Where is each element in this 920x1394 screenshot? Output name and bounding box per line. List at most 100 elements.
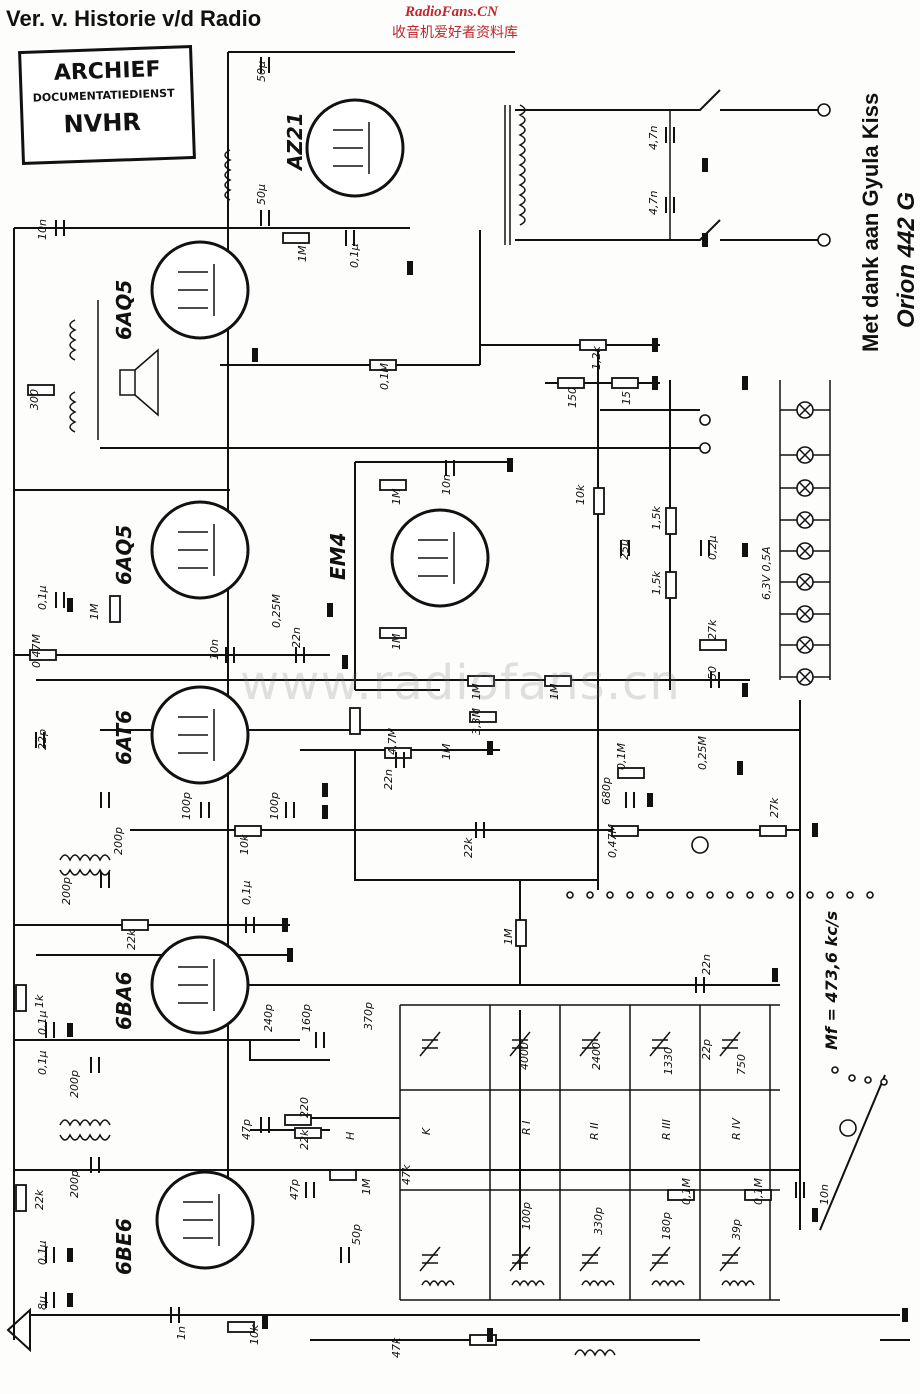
resistor-r-01m-b (617, 767, 645, 779)
value-c-1n: 1n (175, 1326, 188, 1340)
value-c-100p-b: 100p (268, 792, 281, 820)
resistor-r-1m-em4a (379, 479, 407, 491)
capacitor-c-47n-b (665, 197, 675, 213)
value-pot-1m: 1M (440, 743, 453, 761)
resistor-r-vert-em4 (349, 707, 361, 735)
resistor-r-22k-b (121, 919, 149, 931)
value-c-22n-a: 22n (290, 627, 303, 648)
capacitor-c-200p-d (90, 1157, 100, 1173)
stamp-line-1: ARCHIEF (53, 57, 162, 86)
dial-lamp-cross-5 (798, 544, 812, 558)
header-title: Ver. v. Historie v/d Radio (6, 6, 262, 31)
switch-contact-16 (866, 891, 874, 899)
value-c-8u: 8µ (36, 1296, 49, 1310)
stamp-line-2: DOCUMENTATIEDIENST (32, 86, 175, 105)
value-r-15: 15 (620, 391, 633, 405)
mains-plug-2 (817, 233, 831, 247)
band-coil-5 (721, 1280, 755, 1287)
value-c-22p-b: 22p (700, 1039, 713, 1060)
value-r-1m-em4b: 1M (390, 633, 403, 651)
tube-electrodes-6be6 (183, 1194, 220, 1246)
switch-contact-10 (746, 891, 754, 899)
trimmer-top-1 (419, 1031, 441, 1057)
resistor-r-22k-d (15, 1184, 27, 1212)
value-r-1m-em4a: 1M (390, 488, 403, 506)
value-c-01u-left: 0,1µ (36, 585, 49, 611)
switch-contact-13 (806, 891, 814, 899)
resistor-r-01m (369, 359, 397, 371)
trimmer-top-3 (579, 1031, 601, 1057)
value-c-750: 750 (735, 1054, 748, 1075)
label-r4: R IV (730, 1118, 743, 1140)
value-r-10k: 10k (574, 484, 587, 505)
capacitor-c-01u-top (345, 230, 355, 246)
stamp-line-3: NVHR (63, 107, 142, 139)
value-c-01u-b: 0,1µ (36, 1010, 49, 1036)
capacitor-c-10n-mid (225, 647, 235, 663)
tube-label-6be6: 6BE6 (112, 1218, 136, 1275)
trimmer-top-4 (649, 1031, 671, 1057)
pickup-jack-1 (699, 414, 711, 426)
value-c-10n-mid: 10n (208, 639, 221, 660)
value-c-160p: 160p (300, 1004, 313, 1032)
switch-contact-4 (626, 891, 634, 899)
tube-label-em4: EM4 (326, 532, 350, 580)
value-c-22k-a: 22k (462, 837, 475, 858)
value-r-15k-b: 1,5k (650, 571, 663, 595)
value-c-240p: 240p (262, 1004, 275, 1032)
switch-contact-14 (826, 891, 834, 899)
value-r-10k-b: 10k (238, 834, 251, 855)
value-c-01u-d: 0,1µ (36, 1240, 49, 1266)
switch-contact-2 (586, 891, 594, 899)
value-c-180p: 180p (660, 1212, 673, 1240)
if-frequency: Mf = 473,6 kc/s (822, 910, 841, 1050)
value-r-22k-d: 22k (33, 1189, 46, 1210)
trimmer-bottom-5 (719, 1246, 741, 1272)
capacitor-c-47p-b (305, 1182, 315, 1198)
value-c-01u-c: 0,1µ (36, 1050, 49, 1076)
capacitor-c-22p (35, 732, 45, 748)
value-c-01u-mid: 0,1µ (240, 880, 253, 906)
dial-lamp-cross-4 (798, 513, 812, 527)
trimmer-bottom-1 (419, 1246, 441, 1272)
switch-contact-8 (706, 891, 714, 899)
band-switch-dot-3 (864, 1076, 872, 1084)
value-c-02u: 0,2µ (706, 535, 719, 561)
resistor-r-1m-left (109, 595, 121, 623)
value-c-47n-a: 4,7n (647, 125, 660, 150)
capacitor-c-100p-b (285, 802, 295, 818)
capacitor-c-01u-mid (245, 917, 255, 933)
resistor-r-10k-b (234, 825, 262, 837)
value-r-01m-c: 0,1M (680, 1178, 693, 1205)
switch-contact-3 (606, 891, 614, 899)
band-switch-dot-2 (848, 1074, 856, 1082)
switch-contact-15 (846, 891, 854, 899)
archive-stamp: ARCHIEF DOCUMENTATIEDIENST NVHR (18, 44, 196, 166)
value-c-50u-top: 50µ (255, 61, 268, 82)
label-h: H (344, 1131, 357, 1140)
value-r-22k-b: 22k (125, 929, 138, 950)
band-coil-4 (651, 1280, 685, 1287)
capacitor-c-25u (620, 540, 630, 556)
site-logo-text: RadioFans.CN (405, 4, 498, 20)
model-name: Orion 442 G (893, 191, 920, 328)
value-r-047m-a: 0,47M (30, 634, 43, 668)
switch-contact-5 (646, 891, 654, 899)
resistor-r-15k-b (665, 571, 677, 599)
value-c-22p: 22p (36, 729, 49, 750)
resistor-r-1m-top (282, 232, 310, 244)
label-k: K (420, 1127, 433, 1135)
capacitor-c-50p (340, 1247, 350, 1263)
value-r-047m-b: 0,47M (606, 824, 619, 858)
capacitor-c-22k-a (475, 822, 485, 838)
resistor-r-01m-c (667, 1189, 695, 1201)
value-r-27k-b: 27k (768, 797, 781, 818)
dial-lamp-cross-9 (798, 670, 812, 684)
capacitor-c-50u-mid (260, 210, 270, 226)
capacitor-c-680p (625, 792, 635, 808)
resistor-r-1m-c (467, 675, 495, 687)
value-r-01m-d: 0,1M (752, 1178, 765, 1205)
